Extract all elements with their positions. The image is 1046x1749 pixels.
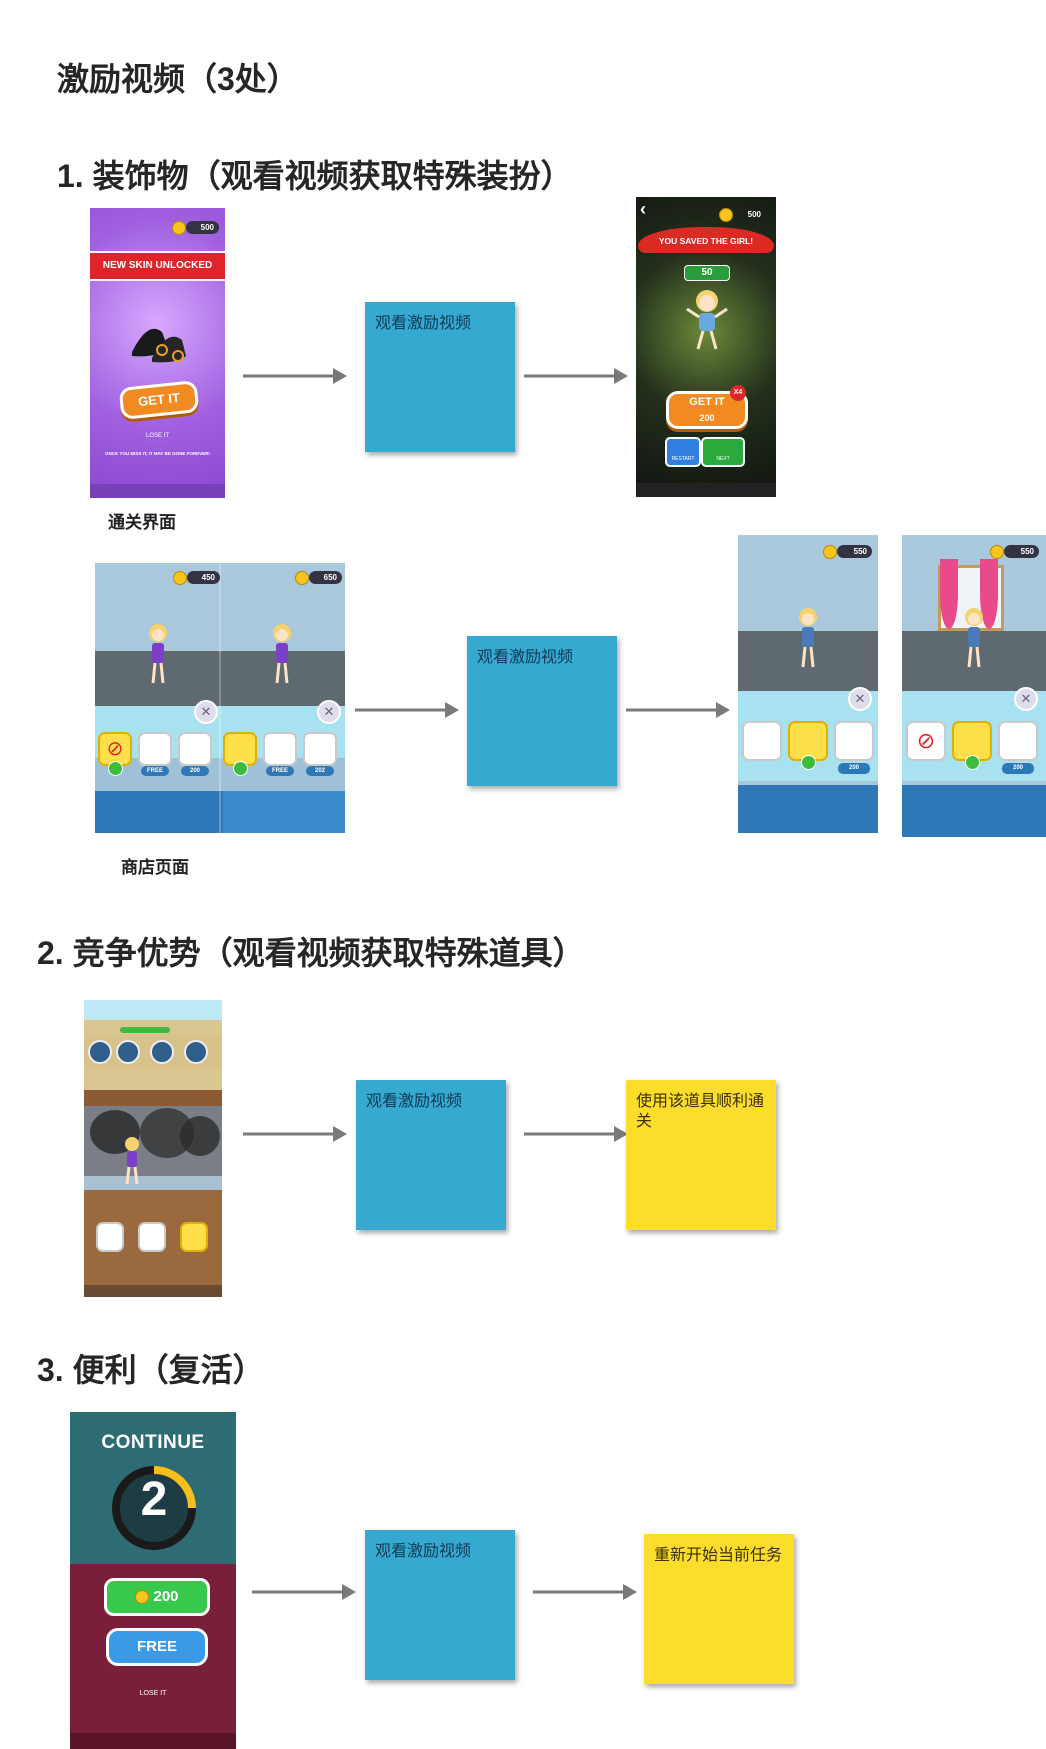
close-icon[interactable]: ✕ <box>194 700 218 724</box>
check-icon <box>233 761 248 776</box>
sticky-note-watch-video: 观看激励视频 <box>356 1080 506 1230</box>
item-tile-none[interactable]: ⊘ <box>906 721 946 761</box>
shop-screenshot-after-b: 550 ✕ ⊘ 200 <box>902 535 1046 837</box>
arrow-2a <box>355 702 459 718</box>
lose-it-link[interactable]: LOSE IT <box>145 433 169 439</box>
section-2-heading: 2. 竞争优势（观看视频获取特殊道具） <box>37 935 585 971</box>
arrow-3a <box>243 1126 347 1142</box>
coin-icon <box>135 1590 150 1605</box>
saved-girl-screenshot: ‹ 500 YOU SAVED THE GIRL! 50 GET IT 200 … <box>636 197 776 497</box>
sticky-note-watch-video: 观看激励视频 <box>365 302 515 452</box>
pay-coins-button[interactable]: 200 <box>104 1578 210 1616</box>
close-icon[interactable]: ✕ <box>848 687 872 711</box>
sticky-note-use-item: 使用该道具顺利通关 <box>626 1080 776 1230</box>
item-tile-dress-orange[interactable] <box>303 732 337 766</box>
sticky-note-watch-video: 观看激励视频 <box>467 636 617 786</box>
item-ladder-icon[interactable] <box>96 1222 124 1252</box>
item-tile-dress-purple[interactable] <box>742 721 782 761</box>
price-label-c: 200 <box>838 763 870 774</box>
coin-count: 500 <box>186 221 219 234</box>
section-3-heading: 3. 便利（复活） <box>37 1352 265 1388</box>
girl-character-icon <box>273 624 291 684</box>
price-label-d: 200 <box>1002 763 1034 774</box>
arrow-4a <box>252 1584 356 1600</box>
check-icon <box>965 755 980 770</box>
close-icon[interactable]: ✕ <box>1014 687 1038 711</box>
shoes-icon <box>132 328 186 363</box>
continue-title: CONTINUE <box>101 1432 205 1453</box>
girl-character-icon <box>125 1137 139 1185</box>
check-icon <box>108 761 123 776</box>
reward-amount: 50 <box>684 265 730 281</box>
section-1-heading: 1. 装饰物（观看视频获取特殊装扮） <box>57 158 573 194</box>
price-label-b: 202 <box>306 766 334 776</box>
arrow-1a <box>243 368 347 384</box>
arrow-2b <box>626 702 730 718</box>
item-plank-icon[interactable] <box>138 1222 166 1252</box>
nav-bar <box>84 1285 222 1297</box>
nav-bar <box>636 483 776 497</box>
item-tile-dress-orange[interactable] <box>834 721 874 761</box>
coin-icon <box>295 571 309 585</box>
item-tile-curtain[interactable] <box>138 732 172 766</box>
coin-count-d: 550 <box>1004 545 1039 558</box>
close-icon[interactable]: ✕ <box>317 700 341 724</box>
coin-count: 500 <box>747 210 761 219</box>
girl-character-icon <box>686 290 728 350</box>
item-tile-window[interactable] <box>178 732 212 766</box>
coin-icon <box>990 545 1004 559</box>
nav-bar <box>70 1733 236 1749</box>
shop-screenshot-after-a: 550 ✕ 200 <box>738 535 878 833</box>
free-label-b: FREE <box>266 766 294 776</box>
miss-hint-text: ONCE YOU MISS IT, IT MAY BE GONE FOREVER… <box>105 451 210 456</box>
caption-shop-page: 商店页面 <box>121 858 189 877</box>
continue-screenshot: CONTINUE 2 200 FREE LOSE IT <box>70 1412 236 1749</box>
girl-character-icon <box>799 608 817 668</box>
free-label-a: FREE <box>141 766 169 776</box>
caption-level-complete: 通关界面 <box>108 513 176 532</box>
item-hero-icon[interactable] <box>180 1222 208 1252</box>
ship-level-screenshot <box>84 1000 222 1297</box>
coin-count-c: 550 <box>837 545 872 558</box>
get-it-label: GET IT <box>689 396 725 408</box>
next-button[interactable]: NEXT <box>701 437 745 467</box>
pay-amount: 200 <box>153 1588 179 1605</box>
coin-icon <box>719 208 733 222</box>
check-icon <box>801 755 816 770</box>
new-skin-screenshot: 500 NEW SKIN UNLOCKED GET IT LOSE IT ONC… <box>90 208 225 498</box>
lose-it-link[interactable]: LOSE IT <box>139 1690 167 1697</box>
item-tile-dress-blue[interactable] <box>263 732 297 766</box>
coin-count-b: 650 <box>309 571 342 584</box>
saved-banner: YOU SAVED THE GIRL! <box>638 227 774 253</box>
nav-bar <box>90 484 225 498</box>
page-title: 激励视频（3处） <box>57 61 299 97</box>
arrow-3b <box>524 1126 628 1142</box>
item-tile-dress-purple[interactable] <box>223 732 257 766</box>
coin-count-a: 450 <box>187 571 220 584</box>
item-tile-window[interactable] <box>998 721 1038 761</box>
restart-button[interactable]: RESTART <box>665 437 701 467</box>
girl-character-icon <box>965 608 983 668</box>
coin-icon <box>823 545 837 559</box>
new-skin-banner: NEW SKIN UNLOCKED <box>90 251 225 281</box>
coin-icon <box>172 221 186 235</box>
back-icon[interactable]: ‹ <box>640 199 646 219</box>
shop-screenshot-pair: 450 ⊘ FREE 200 650 ✕ ✕ FREE 202 <box>95 563 345 833</box>
countdown-ring <box>112 1466 196 1550</box>
sticky-note-watch-video: 观看激励视频 <box>365 1530 515 1680</box>
countdown-number: 2 <box>140 1473 168 1526</box>
free-revive-button[interactable]: FREE <box>106 1628 208 1666</box>
arrow-4b <box>533 1584 637 1600</box>
get-it-value: 200 <box>699 413 715 423</box>
multiplier-badge: X4 <box>730 385 746 401</box>
girl-character-icon <box>149 624 167 684</box>
arrow-1b <box>524 368 628 384</box>
sticky-note-restart-task: 重新开始当前任务 <box>644 1534 794 1684</box>
coin-icon <box>173 571 187 585</box>
price-label-a: 200 <box>181 766 209 776</box>
